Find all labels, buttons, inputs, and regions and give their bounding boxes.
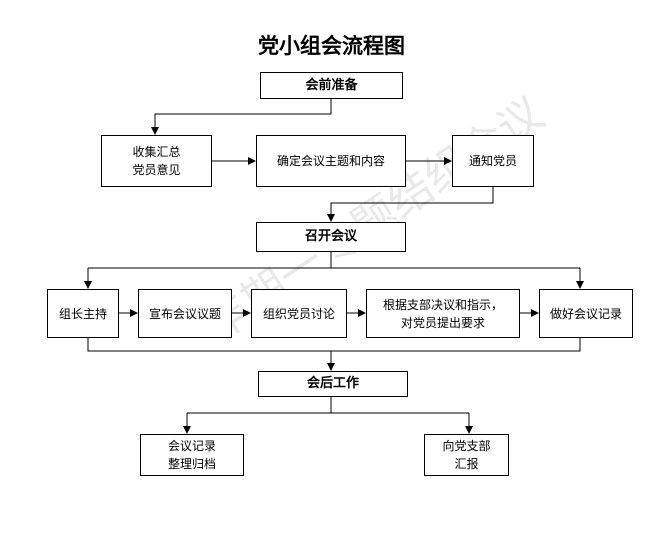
- node-record-label: 做好会议记录: [549, 306, 622, 321]
- node-record: 做好会议记录: [539, 289, 633, 338]
- node-archive: 会议记录 整理归档: [140, 434, 244, 476]
- node-after: 会后工作: [258, 371, 408, 397]
- page-title: 党小组会流程图: [258, 34, 405, 58]
- node-prep-label: 会前准备: [305, 77, 358, 93]
- arrow-notify-to-convene: [327, 187, 494, 222]
- node-discuss-label: 组织党员讨论: [262, 306, 335, 321]
- arrow-prep-to-collect: [151, 99, 332, 135]
- node-notify-label: 通知党员: [468, 154, 517, 168]
- node-topic-label: 确定会议主题和内容: [276, 154, 385, 168]
- node-leader-label: 组长主持: [58, 306, 107, 321]
- node-report: 向党支部 汇报: [424, 434, 509, 476]
- node-leader: 组长主持: [47, 289, 119, 338]
- node-collect-label: 收集汇总 党员意见: [132, 145, 181, 177]
- node-notify: 通知党员: [452, 135, 534, 187]
- node-archive-label: 会议记录 整理归档: [167, 439, 216, 471]
- node-announce-label: 宣布会议议题: [148, 306, 221, 321]
- node-discuss: 组织党员讨论: [251, 289, 347, 338]
- node-report-label: 向党支部 汇报: [442, 439, 491, 471]
- node-announce: 宣布会议议题: [138, 289, 232, 338]
- node-collect: 收集汇总 党员意见: [101, 135, 212, 187]
- node-prep: 会前准备: [260, 72, 403, 99]
- node-convene-label: 召开会议: [304, 229, 357, 244]
- node-require: 根据支部决议和指示， 对党员提出要求: [366, 289, 520, 338]
- node-topic: 确定会议主题和内容: [256, 135, 406, 187]
- node-convene: 召开会议: [256, 222, 406, 252]
- node-after-label: 会后工作: [306, 376, 359, 391]
- node-require-label: 根据支部决议和指示， 对党员提出要求: [382, 297, 503, 330]
- line-merge: [87, 338, 581, 352]
